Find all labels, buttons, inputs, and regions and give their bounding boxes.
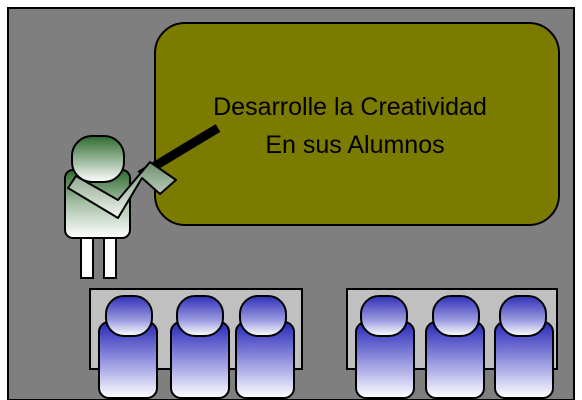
student [425, 295, 485, 399]
student-head [176, 295, 224, 337]
student-head [499, 295, 547, 337]
teacher-leg-left [80, 233, 94, 279]
student-head [239, 295, 287, 337]
student-head [105, 295, 153, 337]
teacher-leg-right [103, 233, 117, 279]
teacher-arm [67, 161, 177, 219]
teacher-figure [64, 124, 221, 279]
student-head [360, 295, 408, 337]
desk-left-group [89, 288, 303, 399]
chalkboard [154, 22, 560, 226]
chalkboard-text-line-2: En sus Alumnos [265, 131, 444, 159]
desk-right-group [346, 288, 558, 399]
student [355, 295, 415, 399]
student [235, 295, 295, 399]
student [494, 295, 554, 399]
student [170, 295, 230, 399]
chalkboard-text-line-1: Desarrolle la Creatividad [213, 93, 487, 121]
student-head [432, 295, 480, 337]
student [98, 295, 158, 399]
teacher-head [71, 135, 125, 183]
